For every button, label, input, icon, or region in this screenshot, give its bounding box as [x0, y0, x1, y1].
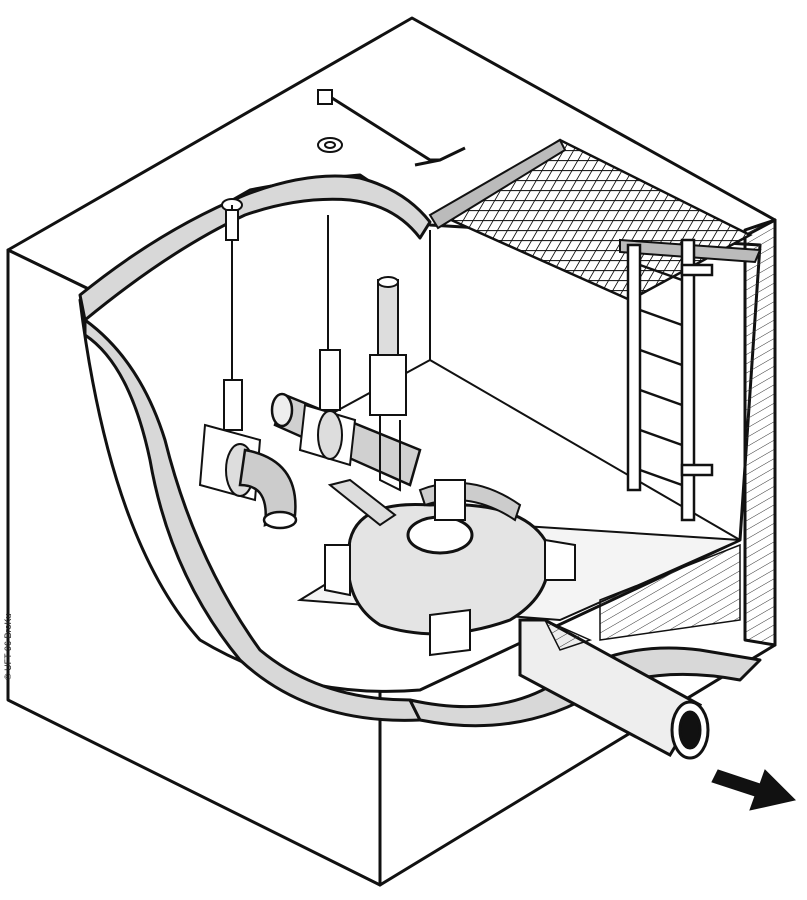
pneumatic-actuator	[369, 276, 407, 492]
grating-cover	[428, 138, 762, 302]
tank-piping	[327, 478, 522, 527]
copyright-label: © UFT 96 BroKu	[3, 613, 13, 681]
ladder	[626, 238, 714, 522]
flow-arrow	[711, 769, 796, 811]
elbow-pipe	[238, 448, 298, 530]
knife-gate-valve-center	[298, 349, 357, 467]
floor-hatching	[599, 543, 741, 641]
outlet-pipe	[518, 618, 710, 760]
valve-rods	[225, 205, 329, 380]
tank-chamber	[324, 502, 576, 657]
